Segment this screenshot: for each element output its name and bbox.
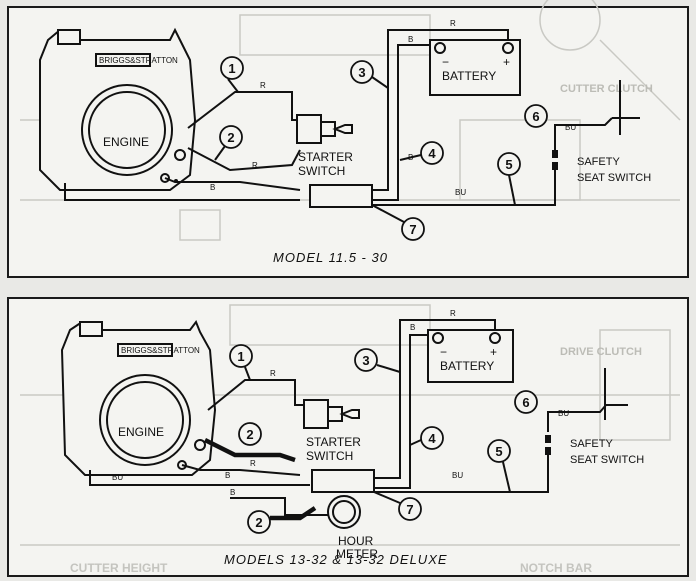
bottom-wiring: [89, 319, 628, 521]
bottom-code-bu3: BU: [112, 473, 123, 482]
top-engine: BRIGGS&STRATTON ENGINE: [39, 27, 197, 191]
bottom-safety-label-1: SAFETY: [570, 438, 613, 450]
bottom-engine-label: ENGINE: [118, 425, 164, 439]
top-callouts: 1 2 3 4 5 6 7: [214, 56, 548, 241]
top-caption: MODEL 11.5 - 30: [273, 250, 388, 265]
top-engine-plate: [95, 53, 151, 67]
bottom-starter-switch: STARTER SWITCH: [303, 399, 375, 493]
bottom-code-r1: R: [270, 369, 276, 378]
bottom-callout-7: 7: [406, 502, 413, 517]
top-safety-label-2: SEAT SWITCH: [577, 172, 651, 184]
bottom-code-b1: B: [410, 323, 415, 332]
top-code-bu1: BU: [565, 123, 576, 132]
top-starter-label-2: SWITCH: [298, 164, 345, 178]
top-connector-block: [309, 184, 373, 208]
bottom-code-b2: B: [225, 471, 230, 480]
bottom-callout-1: 1: [237, 349, 244, 364]
top-code-b2: B: [210, 183, 215, 192]
bottom-callout-5: 5: [495, 444, 502, 459]
top-battery: − + BATTERY: [429, 39, 521, 96]
top-ghost-background: CUTTER CLUTCH: [20, 0, 681, 241]
hour-meter-label-1: HOUR: [338, 534, 374, 548]
top-safety-switch: SAFETY SEAT SWITCH: [174, 150, 651, 184]
top-starter-label-1: STARTER: [298, 150, 353, 164]
bottom-engine: BRIGGS&STRATTON ENGINE: [60, 319, 217, 476]
bottom-starter-label-1: STARTER: [306, 435, 361, 449]
top-callout-7: 7: [409, 222, 416, 237]
bottom-engine-flywheel-inner: [106, 381, 184, 459]
bottom-callout-2: 2: [246, 427, 253, 442]
bottom-battery-pos: +: [490, 345, 497, 359]
bottom-callout-2b: 2: [255, 515, 262, 530]
bottom-callout-4: 4: [428, 431, 436, 446]
top-code-r3: R: [450, 19, 456, 28]
bottom-safety-label-2: SEAT SWITCH: [570, 454, 644, 466]
top-starter-switch: STARTER SWITCH: [296, 114, 373, 208]
bottom-callout-3: 3: [362, 353, 369, 368]
top-engine-flywheel-inner: [88, 91, 166, 169]
bottom-battery-neg: −: [440, 345, 447, 359]
bottom-hour-meter: HOUR METER: [327, 495, 378, 561]
bottom-battery-label: BATTERY: [440, 359, 494, 373]
top-callout-1: 1: [228, 61, 235, 76]
top-engine-label: ENGINE: [103, 135, 149, 149]
top-diagram-panel: CUTTER CLUTCH BRIGGS&STRATTON ENGINE: [7, 0, 689, 278]
bottom-code-bu1: BU: [558, 409, 569, 418]
bottom-starter-label-2: SWITCH: [306, 449, 353, 463]
top-code-r2: R: [252, 161, 258, 170]
bottom-safety-switch: SAFETY SEAT SWITCH: [545, 435, 644, 466]
bottom-callouts: 1 2 3 4 5 6 7 2: [229, 344, 538, 534]
top-callout-2: 2: [227, 130, 234, 145]
top-code-r1: R: [260, 81, 266, 90]
bottom-diagram-panel: DRIVE CLUTCH CUTTER HEIGHT NOTCH BAR BRI…: [7, 297, 689, 577]
ghost-cutter-height: CUTTER HEIGHT: [70, 561, 168, 575]
top-engine-brand: BRIGGS&STRATTON: [99, 56, 178, 65]
top-callout-6: 6: [532, 109, 539, 124]
bottom-code-r3: R: [450, 309, 456, 318]
ghost-drive-label: DRIVE CLUTCH: [560, 346, 642, 358]
bottom-code-bu2: BU: [452, 471, 463, 480]
bottom-caption: MODELS 13-32 & 13-32 DELUXE: [224, 552, 448, 567]
top-battery-label: BATTERY: [442, 69, 496, 83]
top-code-b1: B: [408, 35, 413, 44]
bottom-code-b3: B: [230, 488, 235, 497]
top-wiring: [64, 29, 640, 206]
top-battery-pos: +: [503, 55, 510, 69]
top-safety-label-1: SAFETY: [577, 156, 620, 168]
top-engine-cap: [57, 29, 81, 45]
ghost-notch-bar: NOTCH BAR: [520, 561, 592, 575]
top-code-bu2: BU: [455, 188, 466, 197]
top-callout-3: 3: [358, 65, 365, 80]
top-starter-body: [296, 114, 322, 144]
bottom-battery: − + BATTERY: [427, 329, 514, 383]
bottom-engine-brand: BRIGGS&STRATTON: [121, 346, 200, 355]
hour-meter-label-2: METER: [336, 547, 378, 561]
top-battery-neg: −: [442, 55, 449, 69]
bottom-code-r2: R: [250, 459, 256, 468]
top-callout-5: 5: [505, 157, 512, 172]
ghost-cutter-label: CUTTER CLUTCH: [560, 83, 653, 95]
bottom-callout-6: 6: [522, 395, 529, 410]
top-callout-4: 4: [428, 146, 436, 161]
bottom-wire-codes: R R R B B B BU BU BU: [112, 309, 569, 497]
